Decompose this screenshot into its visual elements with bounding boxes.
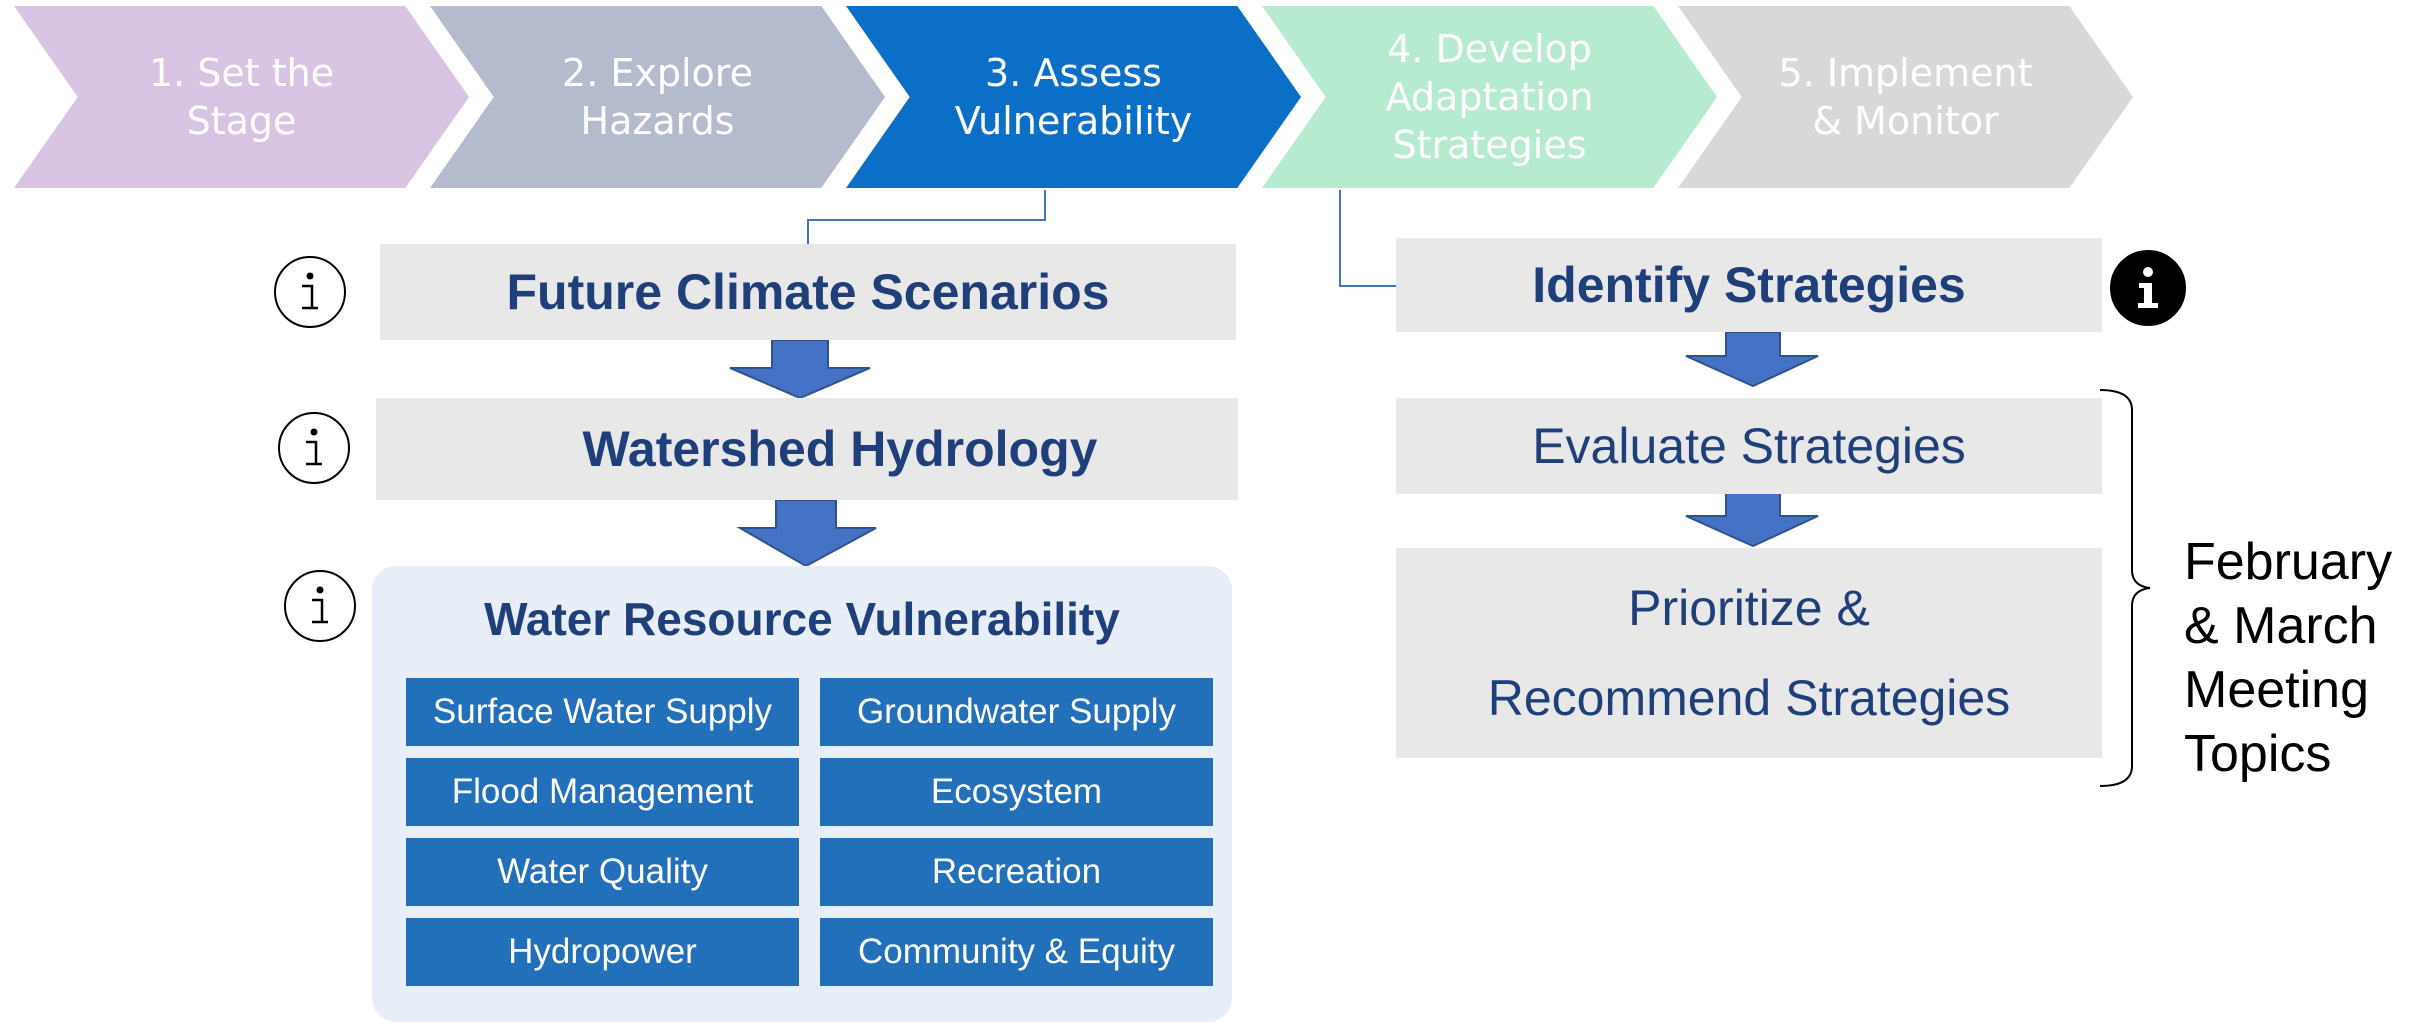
step-label: 1. Set the Stage: [148, 51, 335, 143]
category-recreation[interactable]: Recreation: [820, 838, 1213, 906]
down-arrow-2: [736, 499, 877, 568]
connector-assess-to-future: [807, 190, 1046, 244]
vulnerability-title: Water Resource Vulnerability: [484, 593, 1120, 645]
step-set-the-stage[interactable]: 1. Set the Stage: [14, 6, 469, 188]
prioritize-recommend-box: Prioritize & Recommend Strategies: [1396, 548, 2102, 758]
step-develop-adaptation-strategies[interactable]: 4. Develop Adaptation Strategies: [1262, 6, 1717, 188]
prioritize-line2: Recommend Strategies: [1487, 670, 2011, 726]
step-label: 2. Explore Hazards: [562, 51, 753, 143]
down-arrow-4: [1685, 489, 1819, 548]
watershed-hydrology-box: Watershed Hydrology: [376, 398, 1238, 500]
prioritize-line1: Prioritize &: [1628, 580, 1870, 636]
water-resource-vulnerability-panel: Water Resource Vulnerability Surface Wat…: [372, 566, 1232, 1022]
step-assess-vulnerability[interactable]: 3. Assess Vulnerability: [846, 6, 1301, 188]
category-community-equity[interactable]: Community & Equity: [820, 918, 1213, 986]
info-icon[interactable]: [2110, 250, 2186, 326]
future-climate-label: Future Climate Scenarios: [506, 264, 1110, 320]
step-implement-monitor[interactable]: 5. Implement & Monitor: [1678, 6, 2133, 188]
evaluate-strategies-box: Evaluate Strategies: [1396, 398, 2102, 494]
meeting-topics-label: February & March Meeting Topics: [2184, 533, 2393, 783]
down-arrow-3: [1685, 331, 1819, 388]
info-icon[interactable]: [278, 412, 350, 484]
step-label: 3. Assess Vulnerability: [954, 51, 1193, 143]
category-surface-water-supply[interactable]: Surface Water Supply: [406, 678, 799, 746]
identify-label: Identify Strategies: [1532, 257, 1966, 313]
down-arrow-1: [729, 339, 871, 400]
category-water-quality[interactable]: Water Quality: [406, 838, 799, 906]
step-label: 4. Develop Adaptation Strategies: [1385, 27, 1594, 167]
identify-strategies-box: Identify Strategies: [1396, 238, 2102, 332]
evaluate-label: Evaluate Strategies: [1532, 418, 1966, 474]
future-climate-scenarios-box: Future Climate Scenarios: [380, 244, 1236, 340]
brace: [2099, 389, 2151, 787]
step-explore-hazards[interactable]: 2. Explore Hazards: [430, 6, 885, 188]
info-icon[interactable]: [284, 570, 356, 642]
step-label: 5. Implement & Monitor: [1778, 51, 2033, 143]
category-hydropower[interactable]: Hydropower: [406, 918, 799, 986]
category-groundwater-supply[interactable]: Groundwater Supply: [820, 678, 1213, 746]
category-flood-management[interactable]: Flood Management: [406, 758, 799, 826]
watershed-label: Watershed Hydrology: [582, 421, 1098, 477]
connector-develop-to-identify: [1339, 190, 1396, 287]
category-ecosystem[interactable]: Ecosystem: [820, 758, 1213, 826]
info-icon[interactable]: [274, 256, 346, 328]
